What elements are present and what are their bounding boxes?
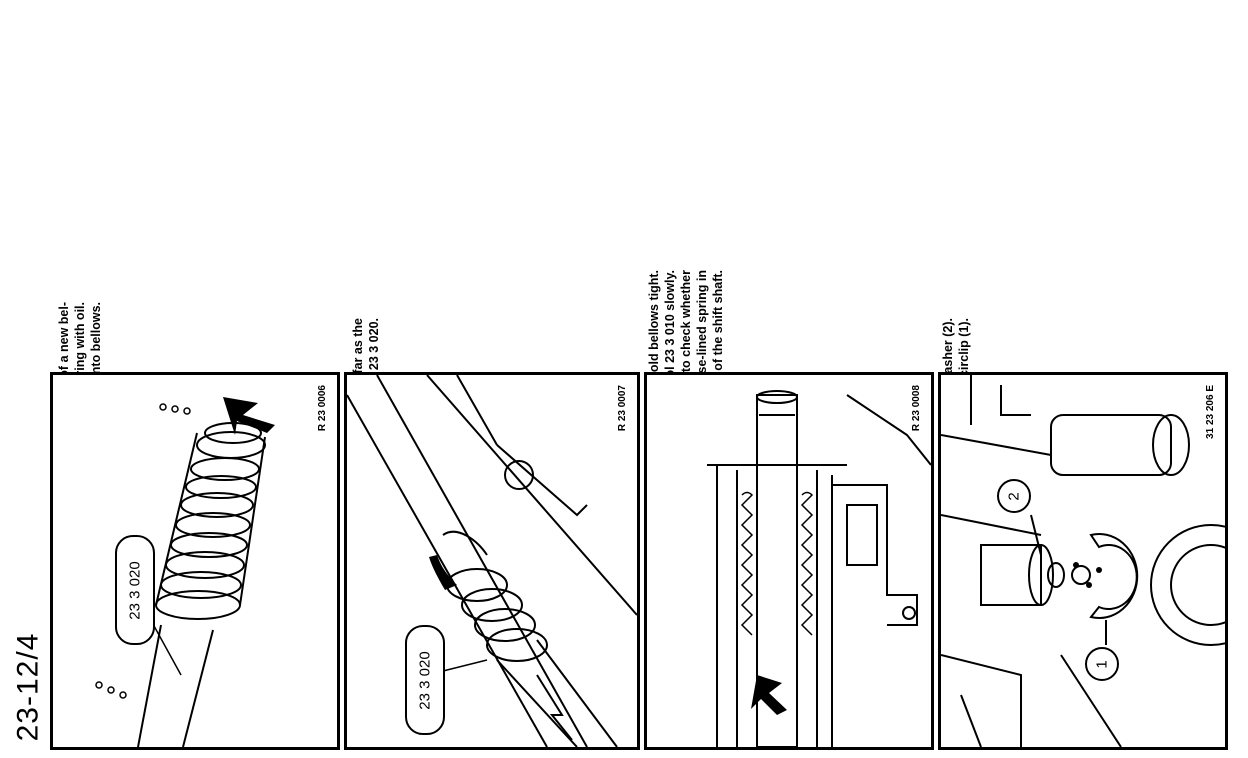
callout-2-label: 2 <box>1005 491 1023 501</box>
figure-4-illustration <box>941 375 1225 747</box>
figure-1-illustration <box>95 397 275 747</box>
page-number: 23-12/4 <box>8 622 48 752</box>
page-number-text: 23-12/4 <box>11 632 44 742</box>
tool-callout-label: 23 3 020 <box>126 560 144 620</box>
tool-callout-label: 23 3 020 <box>416 650 434 710</box>
step-4-text: Install washer (2). Insert circlip (1). <box>940 10 1012 423</box>
figure-3-illustration <box>707 390 931 747</box>
callout-1-label: 1 <box>1093 659 1111 669</box>
figure-3-ref: R 23 0008 <box>911 385 925 485</box>
step-3-text: Hold bellows tight. Unscrew Special Tool… <box>646 10 736 529</box>
figure-2-ref-text: R 23 0007 <box>617 385 628 432</box>
figure-1-bellows-tool: R 23 0006 23 3 020 <box>50 372 340 750</box>
figure-4-ref: 31 23 206 E <box>1205 385 1219 485</box>
figure-1-ref-text: R 23 0006 <box>317 385 328 432</box>
tool-callout-23-3-020: 23 3 020 <box>115 535 155 645</box>
callout-1-circlip: 1 <box>1085 647 1119 681</box>
step-2-text: Push bellows onto shift shaft as far as … <box>350 10 422 568</box>
figure-1-ref: R 23 0006 <box>317 385 331 485</box>
figure-2-ref: R 23 0007 <box>617 385 631 485</box>
figure-3-ref-text: R 23 0008 <box>911 385 922 432</box>
figure-4-washer-circlip: 31 23 206 E 2 1 <box>938 372 1228 750</box>
tool-callout-23-3-020: 23 3 020 <box>405 625 445 735</box>
figure-2-push-bellows: R 23 0007 23 3 020 <box>344 372 640 750</box>
callout-2-washer: 2 <box>997 479 1031 513</box>
figure-3-check-engagement: R 23 0008 <box>644 372 934 750</box>
step-1-text: Lightly lubricate the inside of a new be… <box>56 10 128 540</box>
figure-4-ref-text: 31 23 206 E <box>1205 385 1216 439</box>
figure-2-illustration <box>347 375 637 747</box>
